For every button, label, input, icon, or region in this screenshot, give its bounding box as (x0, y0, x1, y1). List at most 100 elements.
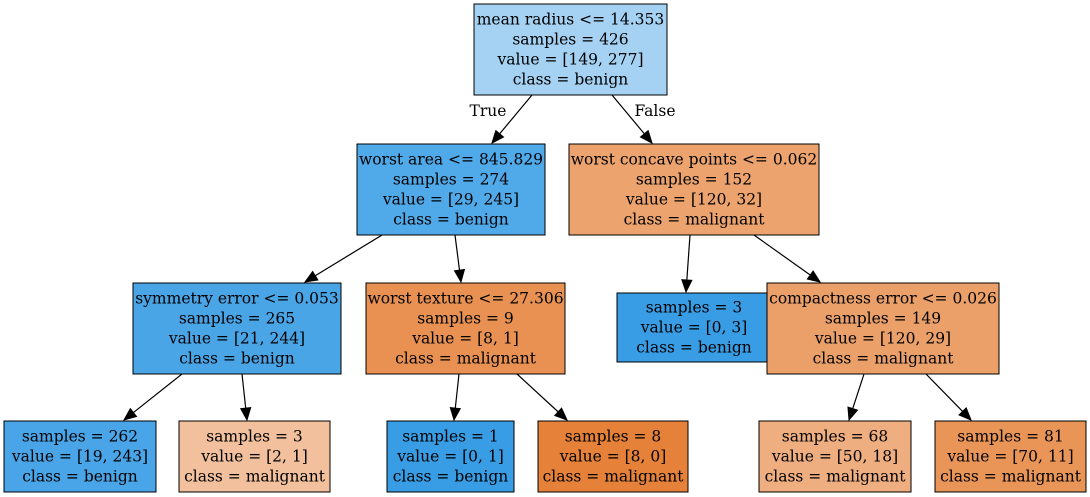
arrowhead-icon (847, 406, 859, 422)
node-line: class = malignant (765, 468, 907, 486)
node-line: class = benign (636, 339, 752, 357)
edge-n3-n7 (122, 373, 183, 421)
node-line: samples = 274 (393, 171, 509, 189)
edge-line (753, 234, 811, 276)
node-line: symmetry error <= 0.053 (135, 290, 339, 308)
node-line: value = [149, 277] (496, 51, 643, 69)
tree-node-n12: samples = 81 value = [70, 11] class = mali… (934, 420, 1087, 493)
arrowhead-icon (553, 407, 568, 421)
node-line: class = benign (393, 211, 509, 229)
edge-label-false: False (634, 102, 675, 120)
edge-line (686, 234, 691, 281)
node-box (616, 292, 772, 363)
edge-line (454, 373, 460, 409)
arrowhead-icon (449, 406, 462, 422)
arrowhead-icon (303, 270, 319, 283)
node-line: value = [8, 1] (411, 330, 519, 348)
node-box (132, 282, 342, 375)
edge-n4-n10 (516, 373, 568, 421)
tree-node-n1: worst area <= 845.829 samples = 274 value … (356, 143, 546, 236)
edge-line (499, 94, 533, 135)
arrowhead-icon (122, 407, 138, 421)
node-line: class = benign (22, 468, 138, 486)
node-line: worst area <= 845.829 (359, 151, 543, 169)
node-line: value = [19, 243] (11, 448, 148, 466)
arrowhead-icon (453, 268, 466, 284)
arrowhead-icon (806, 270, 822, 283)
edge-n0-n1 (491, 94, 533, 144)
node-line: value = [0, 1] (396, 448, 504, 466)
edge-line (133, 373, 183, 414)
node-box (178, 420, 331, 493)
nodes-layer: mean radius <= 14.353 samples = 426 value … (3, 3, 1087, 493)
node-box (758, 420, 912, 493)
tree-node-n7: samples = 262 value = [19, 243] class = be… (3, 420, 157, 493)
edge-n0-n2 (611, 94, 653, 144)
node-line: class = malignant (184, 468, 326, 486)
tree-node-n4: worst texture <= 27.306 samples = 9 value … (365, 282, 566, 375)
edge-line (516, 373, 559, 413)
node-line: samples = 3 (206, 428, 303, 446)
node-line: class = malignant (624, 211, 766, 229)
arrowhead-icon (958, 407, 972, 421)
node-line: worst concave points <= 0.062 (571, 151, 817, 169)
node-line: mean radius <= 14.353 (477, 11, 665, 29)
node-box (934, 420, 1087, 493)
node-line: value = [0, 3] (640, 319, 748, 337)
node-line: samples = 149 (825, 310, 941, 328)
tree-node-n6: compactness error <= 0.026 samples = 149 v… (766, 282, 1000, 375)
arrowhead-icon (491, 129, 505, 144)
node-box (365, 282, 566, 375)
tree-node-n9: samples = 1 value = [0, 1] class = benign (386, 420, 515, 493)
node-box (386, 420, 515, 493)
arrowhead-icon (639, 129, 653, 144)
node-line: samples = 8 (565, 428, 662, 446)
edge-n2-n6 (753, 234, 822, 283)
node-line: value = [2, 1] (200, 448, 308, 466)
node-line: value = [120, 32] (625, 191, 762, 209)
node-line: samples = 81 (957, 428, 1063, 446)
node-line: value = [70, 11] (946, 448, 1073, 466)
node-line: class = benign (393, 468, 509, 486)
node-line: value = [120, 29] (814, 330, 951, 348)
edge-n1-n3 (303, 234, 383, 283)
node-line: samples = 262 (22, 428, 138, 446)
node-box (568, 143, 820, 236)
tree-node-n2: worst concave points <= 0.062 samples = 1… (568, 143, 820, 236)
node-line: samples = 9 (417, 310, 514, 328)
edge-label-true: True (470, 102, 507, 120)
arrowhead-icon (239, 406, 252, 422)
node-line: value = [8, 0] (559, 448, 667, 466)
edge-line (925, 373, 964, 412)
tree-node-n8: samples = 3 value = [2, 1] class = maligna… (178, 420, 331, 493)
node-line: class = benign (179, 350, 295, 368)
node-line: samples = 1 (402, 428, 499, 446)
edge-n1-n4 (453, 234, 466, 284)
arrowhead-icon (681, 279, 693, 294)
node-line: worst texture <= 27.306 (367, 290, 563, 308)
edge-line (852, 373, 865, 409)
node-box (356, 143, 546, 236)
node-line: samples = 152 (636, 171, 752, 189)
node-line: compactness error <= 0.026 (769, 290, 997, 308)
node-line: class = benign (513, 71, 629, 89)
node-line: value = [29, 245] (382, 191, 519, 209)
edge-n2-n5 (681, 234, 693, 294)
node-box (3, 420, 157, 493)
node-line: samples = 68 (782, 428, 888, 446)
node-line: class = malignant (395, 350, 537, 368)
node-line: samples = 265 (179, 310, 295, 328)
edge-line (314, 234, 383, 277)
edge-n3-n8 (239, 373, 252, 422)
edge-line (241, 373, 247, 409)
node-box (473, 3, 668, 96)
node-line: samples = 426 (512, 31, 628, 49)
edge-line (611, 94, 645, 135)
node-line: class = malignant (940, 468, 1082, 486)
edge-n4-n9 (449, 373, 462, 422)
